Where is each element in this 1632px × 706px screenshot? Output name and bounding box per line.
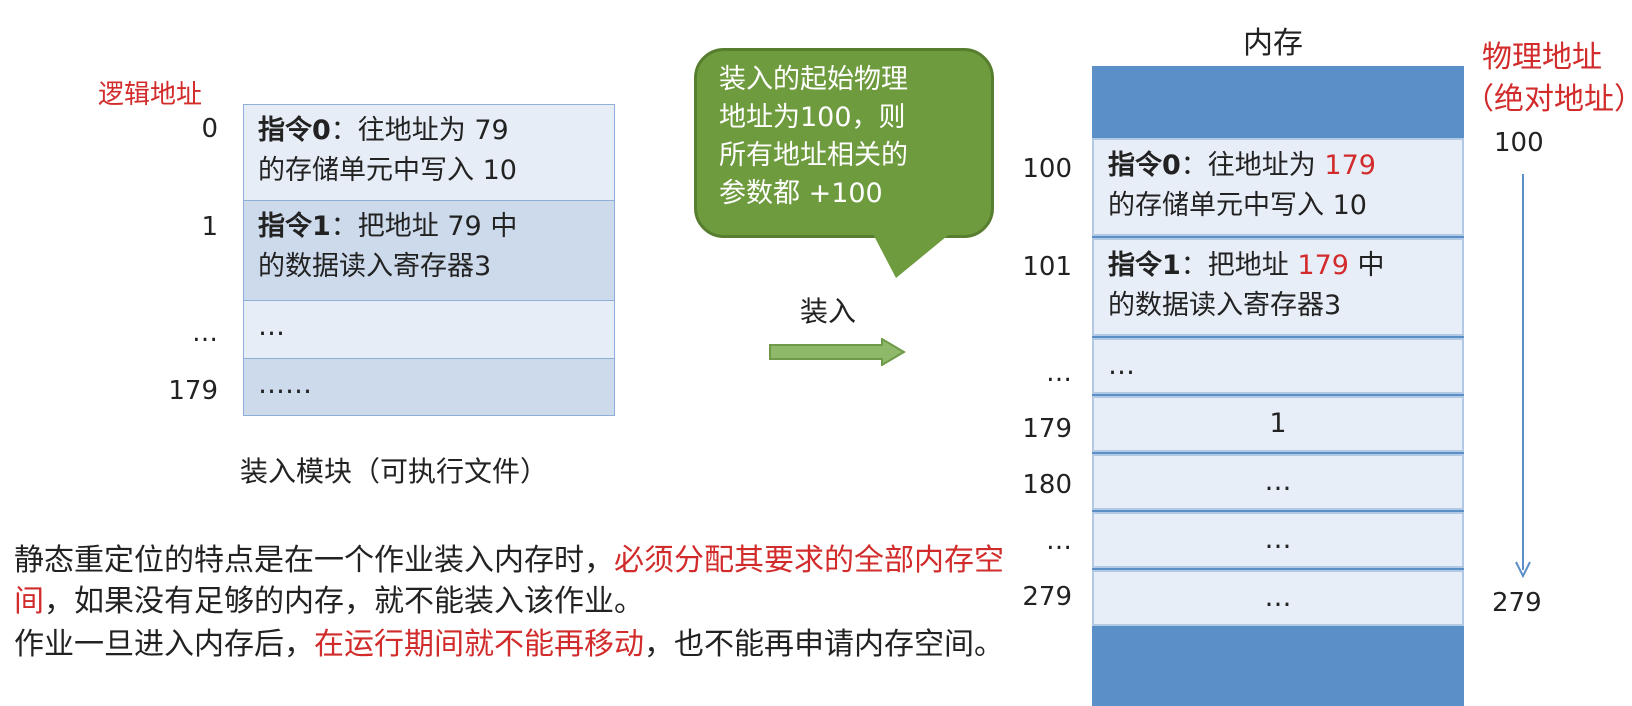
bubble-line: 所有地址相关的: [719, 140, 908, 171]
memory-block: 指令0：往地址为 179 的存储单元中写入 10 指令1：把地址 179 中 的…: [1092, 66, 1464, 706]
instruction-text: 的存储单元中写入 10: [258, 155, 517, 186]
description-highlight: 必须分配其要求的全部内存空间: [14, 543, 1004, 619]
absolute-address-label: （绝对地址）: [1464, 82, 1632, 117]
memory-title: 内存: [1243, 26, 1303, 61]
address-direction-arrow-icon: [1515, 174, 1531, 579]
description-text: ，也不能再申请内存空间。: [644, 627, 1004, 662]
physical-address-end: 279: [1492, 588, 1542, 618]
description-text: ，如果没有足够的内存，就不能装入该作业。: [44, 584, 644, 619]
bubble-line: 装入的起始物理: [719, 64, 908, 95]
logical-addr-1: 1: [201, 212, 218, 242]
load-module-table: 指令0：往地址为 79 的存储单元中写入 10 指令1：把地址 79 中 的数据…: [243, 104, 615, 416]
description-paragraph: 作业一旦进入内存后，在运行期间就不能再移动，也不能再申请内存空间。: [14, 624, 1004, 665]
instruction-text: 的数据读入寄存器3: [258, 251, 492, 282]
memory-row: …: [1092, 570, 1464, 626]
description-text: 作业一旦进入内存后，: [14, 627, 314, 662]
memory-row: …: [1092, 338, 1464, 394]
instruction-text: ：把地址: [1180, 250, 1298, 281]
description-paragraph: 静态重定位的特点是在一个作业装入内存时，必须分配其要求的全部内存空间，如果没有足…: [14, 540, 1004, 622]
instruction-text: ：往地址为 79: [330, 115, 509, 146]
memory-addr-180: 180: [1022, 470, 1072, 500]
memory-row: …: [1092, 512, 1464, 568]
bubble-line: 地址为100，则: [719, 102, 906, 133]
static-relocation-description: 静态重定位的特点是在一个作业装入内存时，必须分配其要求的全部内存空间，如果没有足…: [14, 540, 1004, 665]
instruction-text: ：往地址为: [1180, 150, 1325, 181]
logical-address-label: 逻辑地址: [98, 80, 203, 110]
memory-addr-ellipsis-2: …: [1046, 526, 1072, 556]
instruction-label: 指令1: [1108, 250, 1181, 281]
instruction-label: 指令1: [258, 211, 331, 242]
relocated-address: 179: [1297, 250, 1349, 281]
memory-addr-179: 179: [1022, 414, 1072, 444]
relocation-bubble: 装入的起始物理 地址为100，则 所有地址相关的 参数都 +100: [694, 48, 994, 238]
instruction-text: ：把地址 79 中: [330, 211, 518, 242]
load-module-caption: 装入模块（可执行文件）: [240, 455, 549, 488]
logical-addr-179: 179: [168, 376, 218, 406]
relocated-address: 179: [1324, 150, 1376, 181]
instruction-text: 中: [1348, 250, 1385, 281]
logical-addr-0: 0: [201, 114, 218, 144]
memory-addr-101: 101: [1022, 252, 1072, 282]
memory-addr-100: 100: [1022, 154, 1072, 184]
load-module-row: …: [243, 300, 615, 358]
load-module-row: ……: [243, 358, 615, 416]
memory-row: 指令0：往地址为 179 的存储单元中写入 10: [1092, 138, 1464, 236]
load-arrow-icon: [769, 338, 906, 366]
physical-address-start: 100: [1494, 128, 1544, 158]
bubble-line: 参数都 +100: [719, 178, 883, 209]
description-text: 静态重定位的特点是在一个作业装入内存时，: [14, 543, 614, 578]
instruction-label: 指令0: [1108, 150, 1181, 181]
load-module-row: 指令0：往地址为 79 的存储单元中写入 10: [243, 104, 615, 200]
memory-row: …: [1092, 454, 1464, 510]
memory-row: 1: [1092, 396, 1464, 452]
instruction-label: 指令0: [258, 115, 331, 146]
load-label: 装入: [800, 295, 857, 328]
instruction-text: 的数据读入寄存器3: [1108, 290, 1342, 321]
memory-addr-ellipsis: …: [1046, 358, 1072, 388]
bubble-tail: [872, 232, 952, 278]
logical-addr-ellipsis: …: [192, 318, 218, 348]
memory-row: 指令1：把地址 179 中 的数据读入寄存器3: [1092, 238, 1464, 336]
load-module-row: 指令1：把地址 79 中 的数据读入寄存器3: [243, 200, 615, 300]
description-highlight: 在运行期间就不能再移动: [314, 627, 644, 662]
memory-addr-279: 279: [1022, 582, 1072, 612]
instruction-text: 的存储单元中写入 10: [1108, 190, 1367, 221]
physical-address-label: 物理地址: [1482, 40, 1602, 75]
